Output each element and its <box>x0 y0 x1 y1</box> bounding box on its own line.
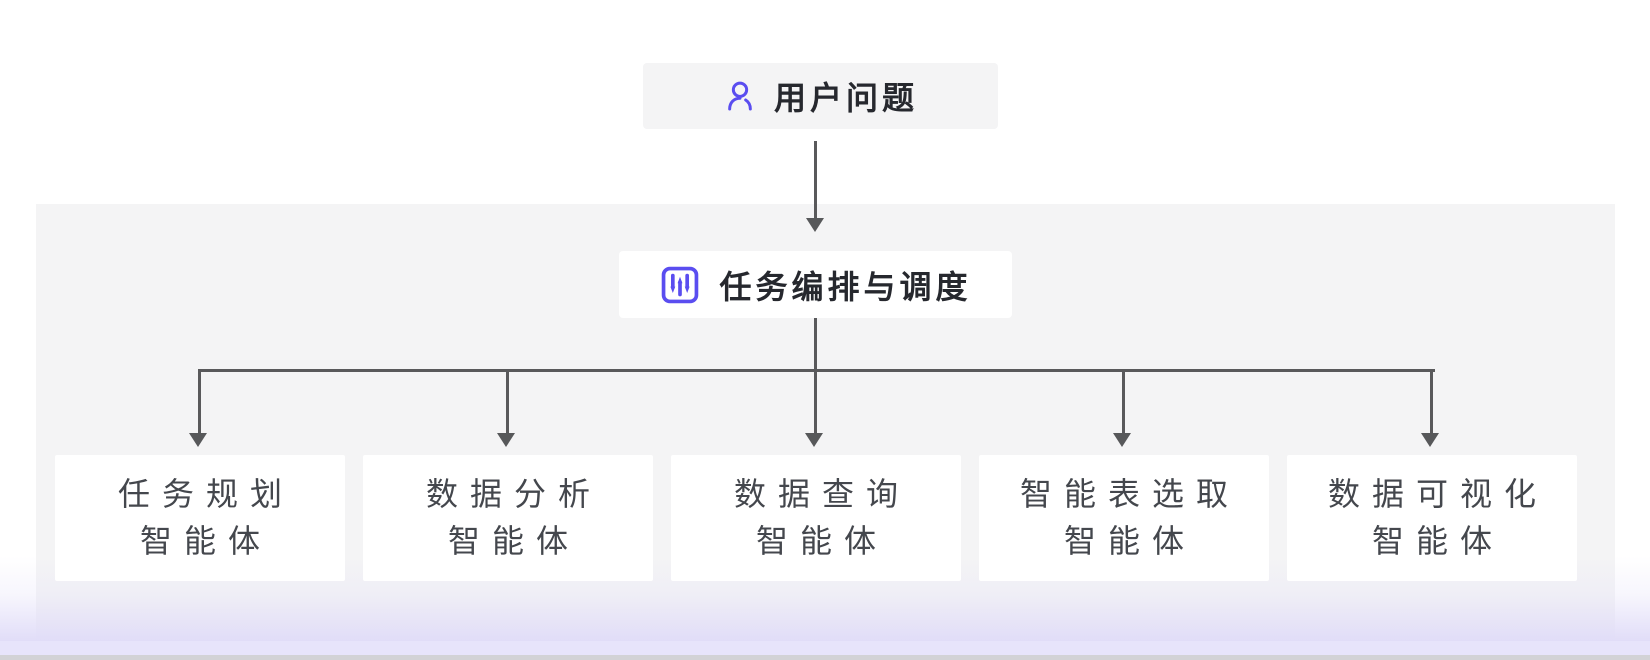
user-icon <box>723 79 757 113</box>
agent-label-line2: 智能体 <box>755 523 888 559</box>
node-orchestrator: 任务编排与调度 <box>619 251 1012 318</box>
agent-label-line1: 数据分析 <box>425 476 602 512</box>
connector-orchestrator-stem <box>814 318 817 372</box>
connector-drop-5 <box>1430 369 1433 434</box>
arrowhead-agent-2 <box>497 433 515 447</box>
agent-label-line2: 智能体 <box>447 523 580 559</box>
node-orchestrator-label: 任务编排与调度 <box>719 268 972 305</box>
sliders-icon <box>659 264 701 306</box>
node-agent-data-query: 数据查询 智能体 <box>671 455 961 581</box>
agent-label-line1: 智能表选取 <box>1019 476 1240 512</box>
agent-label-line1: 任务规划 <box>117 476 294 512</box>
node-user-question: 用户问题 <box>643 63 998 129</box>
node-agent-smart-table-selection: 智能表选取 智能体 <box>979 455 1269 581</box>
agent-label-line1: 数据查询 <box>733 476 910 512</box>
bottom-edge-strip <box>0 655 1650 660</box>
agent-label-line2: 智能体 <box>1371 523 1504 559</box>
connector-drop-2 <box>506 369 509 434</box>
bottom-lavender-band <box>0 641 1650 655</box>
node-agent-task-planning: 任务规划 智能体 <box>55 455 345 581</box>
connector-drop-4 <box>1122 369 1125 434</box>
agent-label-line1: 数据可视化 <box>1327 476 1548 512</box>
connector-drop-1 <box>198 369 201 434</box>
arrowhead-agent-3 <box>805 433 823 447</box>
arrowhead-agent-5 <box>1421 433 1439 447</box>
arrowhead-agent-4 <box>1113 433 1131 447</box>
connector-root-stem <box>814 141 817 219</box>
connector-horizontal-bar <box>199 369 1435 372</box>
arrowhead-root <box>806 218 824 232</box>
connector-drop-3 <box>814 369 817 434</box>
node-agent-data-visualization: 数据可视化 智能体 <box>1287 455 1577 581</box>
arrowhead-agent-1 <box>189 433 207 447</box>
agent-label-line2: 智能体 <box>1063 523 1196 559</box>
node-user-question-label: 用户问题 <box>773 80 918 116</box>
node-agent-data-analysis: 数据分析 智能体 <box>363 455 653 581</box>
agent-label-line2: 智能体 <box>139 523 272 559</box>
